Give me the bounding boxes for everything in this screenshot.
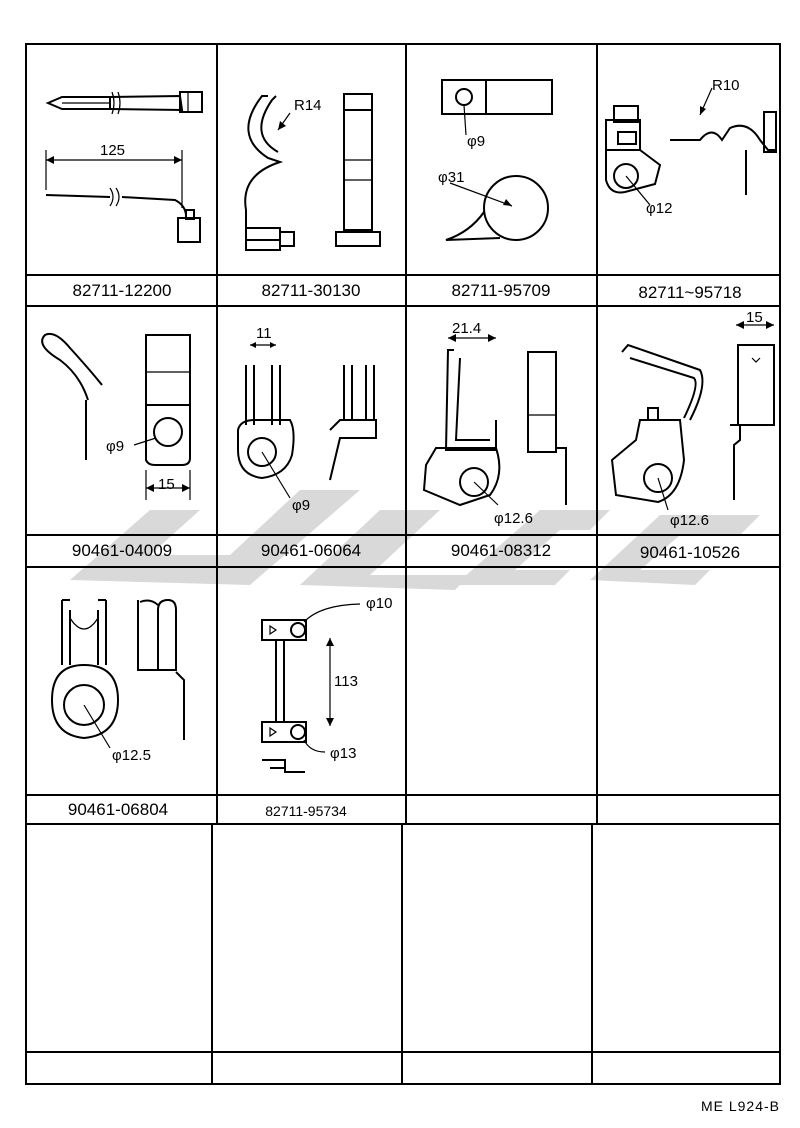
dim-phi12-6: φ12.6 xyxy=(670,512,709,529)
part-number: 82711-95709 xyxy=(452,281,551,300)
part-drawing-90461-06804 xyxy=(50,598,185,749)
dim-phi9: φ9 xyxy=(467,133,485,150)
dim-21-4: 21.4 xyxy=(452,320,481,337)
document-code: ME L924-B xyxy=(700,1098,780,1114)
part-drawing-90461-08312 xyxy=(422,334,567,507)
part-number: 82711~95718 xyxy=(638,283,741,302)
dim-113: 113 xyxy=(334,673,358,690)
part-number: 90461-08312 xyxy=(451,541,551,560)
part-drawing-82711-95734 xyxy=(261,603,361,773)
dim-r14: R14 xyxy=(294,97,322,114)
table-grid xyxy=(25,43,781,1085)
part-number: 90461-06804 xyxy=(68,800,168,819)
part-drawing-90461-10526 xyxy=(610,321,775,511)
dim-11: 11 xyxy=(256,325,272,342)
dim-phi31: φ31 xyxy=(438,169,464,186)
dim-phi13: φ13 xyxy=(330,745,356,762)
part-drawing-90461-04009 xyxy=(41,332,191,500)
part-drawing-82711-95718 xyxy=(605,87,777,206)
dim-phi12-5: φ12.5 xyxy=(112,747,151,764)
dim-r10: R10 xyxy=(712,77,740,94)
dim-125: 125 xyxy=(100,142,125,159)
dim-phi9: φ9 xyxy=(106,438,124,455)
watermark-logo xyxy=(70,490,760,590)
part-drawing-82711-30130 xyxy=(244,93,381,251)
part-number: 90461-10526 xyxy=(640,543,740,562)
part-number-labels: 82711-12200 82711-30130 82711-95709 8271… xyxy=(68,281,742,819)
part-drawing-82711-12200 xyxy=(45,91,203,243)
part-number: 90461-04009 xyxy=(72,541,172,560)
dim-15: 15 xyxy=(158,476,175,493)
part-drawing-90461-06064 xyxy=(237,342,377,499)
part-number: 82711-12200 xyxy=(73,281,172,300)
dimension-labels: 125 R14 φ9 φ31 R10 φ12 φ9 15 11 φ9 21.4 … xyxy=(100,77,763,764)
dim-phi9: φ9 xyxy=(292,497,310,514)
dim-phi12-6: φ12.6 xyxy=(494,510,533,527)
part-number: 90461-06064 xyxy=(261,541,361,560)
dim-15: 15 xyxy=(746,309,763,326)
part-number: 82711-95734 xyxy=(265,803,347,819)
dim-phi10: φ10 xyxy=(366,595,392,612)
part-drawing-82711-95709 xyxy=(441,79,553,241)
dim-phi12: φ12 xyxy=(646,200,672,217)
part-number: 82711-30130 xyxy=(262,281,361,300)
